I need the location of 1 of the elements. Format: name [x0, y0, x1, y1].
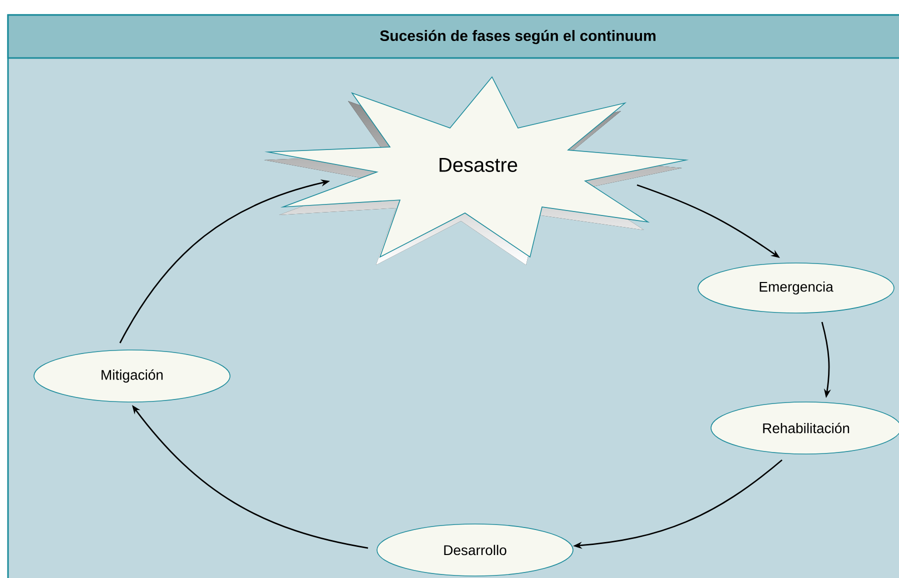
title-band: Sucesión de fases según el continuum	[7, 14, 899, 59]
